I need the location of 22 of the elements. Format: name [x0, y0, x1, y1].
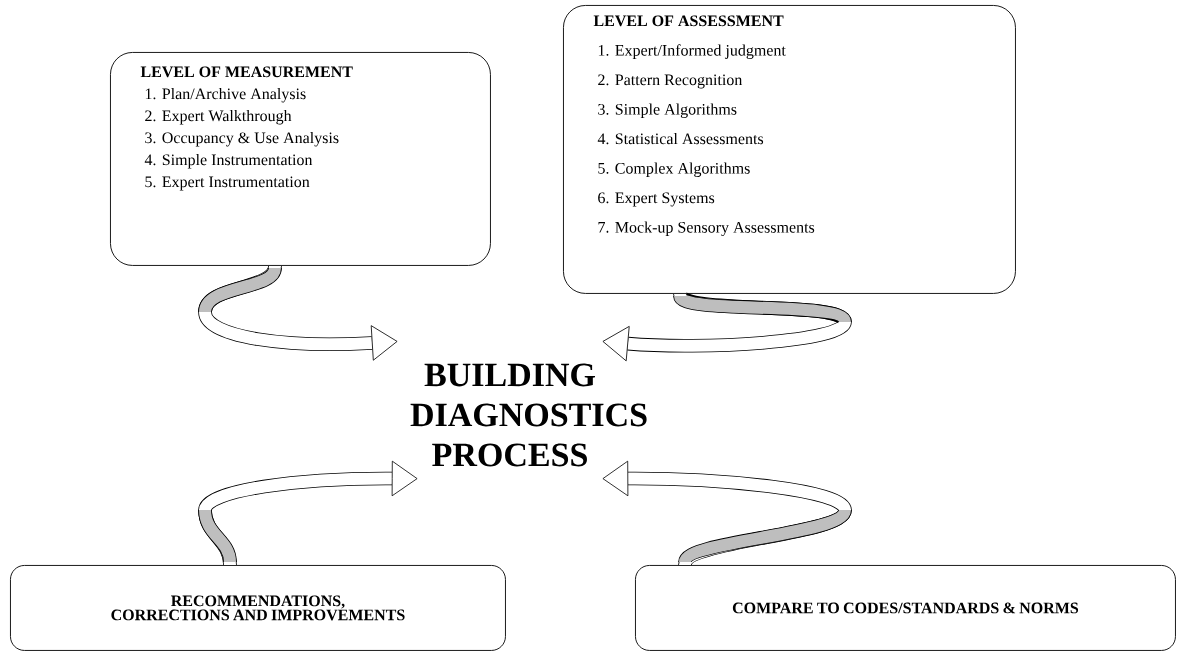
- ribbon-arrow: [602, 289, 852, 362]
- rounded-box: [110, 52, 491, 266]
- list-item: 3. Simple Algorithms: [598, 103, 737, 118]
- list-item: 2. Pattern Recognition: [598, 74, 743, 89]
- ribbon-arrow: [198, 264, 398, 361]
- list-item: 4. Statistical Assessments: [597, 132, 764, 145]
- box-heading: LEVEL OF ASSESSMENT: [593, 15, 784, 27]
- rounded-box: COMPARE TO CODES/STANDARDS & NORMS: [635, 565, 1176, 651]
- list-item: 1. Plan/Archive Analysis: [145, 87, 306, 103]
- list-item: 5. Complex Algorithms: [598, 162, 750, 177]
- list-item: 5. Expert Instrumentation: [145, 176, 310, 191]
- ribbon-arrow: [198, 460, 418, 566]
- list-item: 6. Expert Systems: [598, 192, 715, 207]
- rounded-box: RECOMMENDATIONS, CORRECTIONS AND IMPROVEMENTS: [10, 565, 506, 651]
- list-item: 7. Mock-up Sensory Assessments: [598, 221, 815, 236]
- list-item: 3. Occupancy & Use Analysis: [145, 131, 339, 147]
- box-heading: LEVEL OF MEASUREMENT: [140, 66, 353, 78]
- center-title: BUILDING DIAGNOSTICS PROCESS: [410, 363, 647, 467]
- list-item: 1. Expert/Informed judgment: [598, 44, 786, 59]
- list-item: 2. Expert Walkthrough: [145, 109, 292, 125]
- rounded-box: [563, 5, 1016, 294]
- list-item: 4. Simple Instrumentation: [144, 153, 313, 169]
